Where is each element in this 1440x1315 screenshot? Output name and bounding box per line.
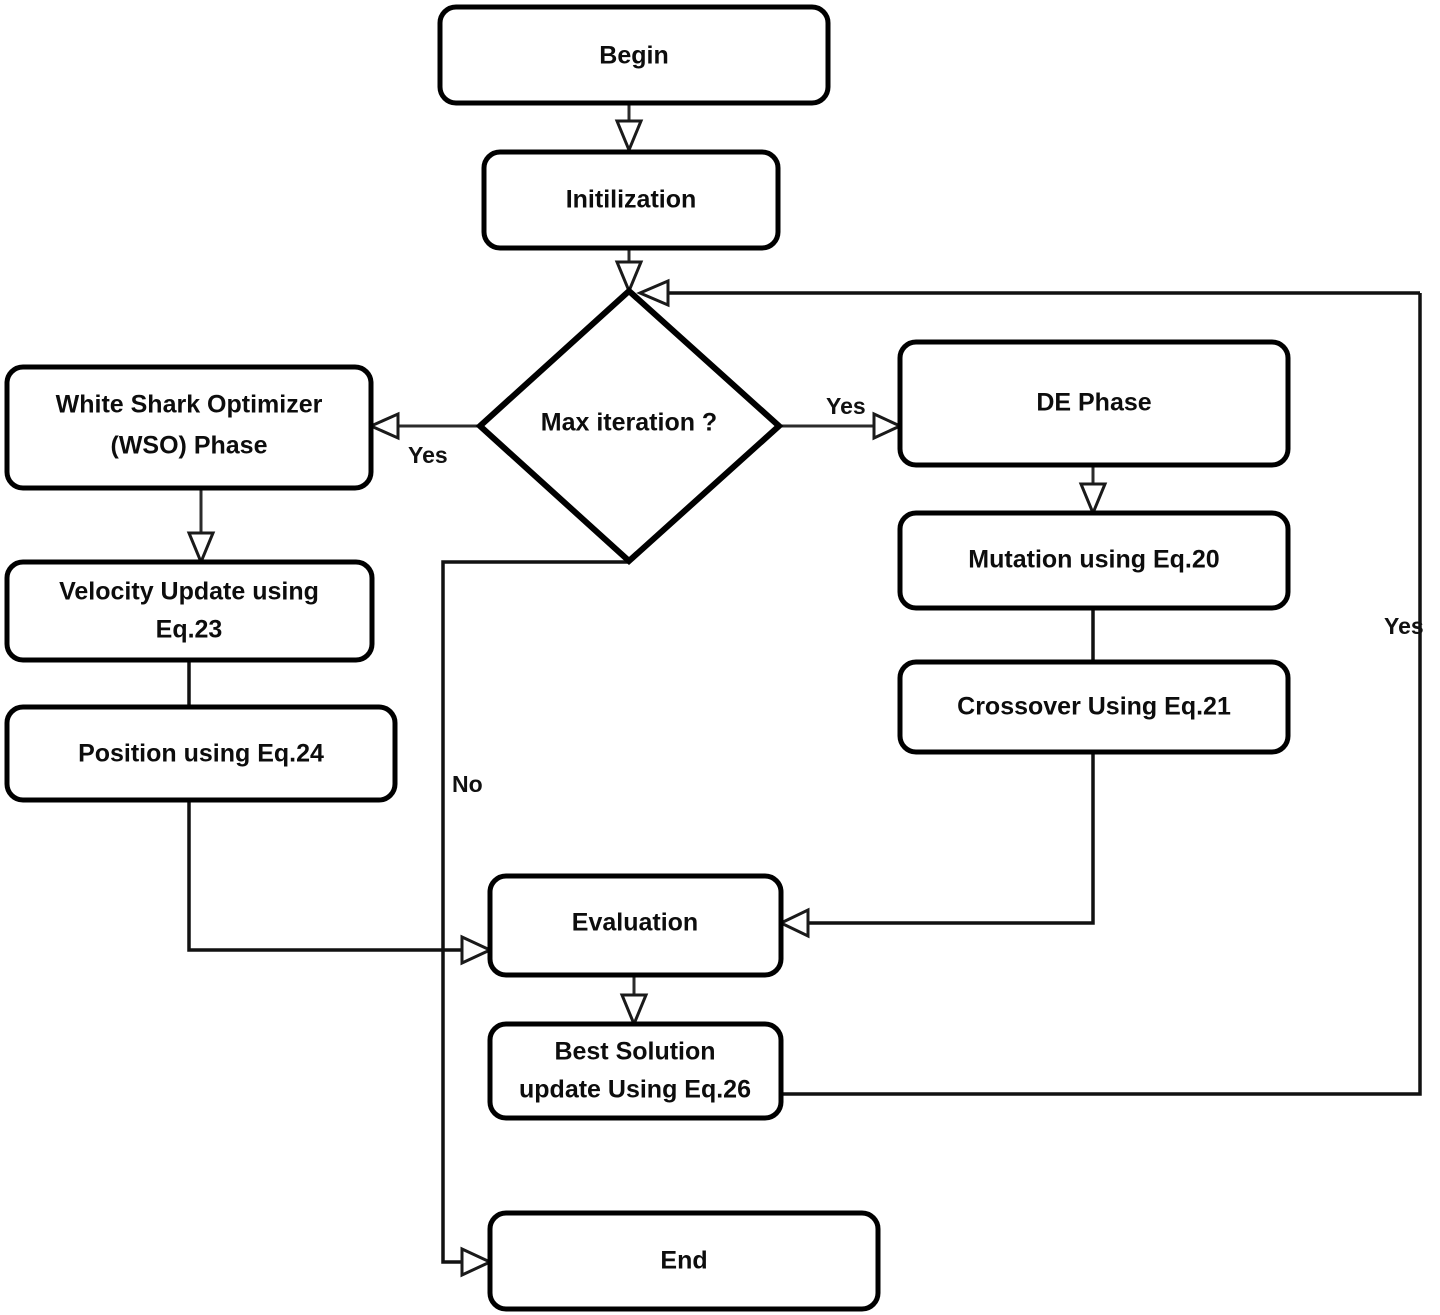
node-begin[interactable]: Begin <box>437 4 831 106</box>
node-best-solution-label-line1: Best Solution <box>554 1038 715 1066</box>
edge-initialization-to-decision <box>614 248 644 295</box>
edge-position-to-evaluation <box>187 800 494 966</box>
node-mutation-label: Mutation using Eq.20 <box>968 546 1219 574</box>
node-velocity-update[interactable]: Velocity Update using Eq.23 <box>4 559 375 663</box>
node-begin-label: Begin <box>599 42 668 70</box>
node-wso-phase-label-line2: (WSO) Phase <box>111 432 268 460</box>
node-max-iteration-label: Max iteration ? <box>541 409 717 437</box>
edge-label-yes-right: Yes <box>826 393 866 419</box>
node-crossover[interactable]: Crossover Using Eq.21 <box>897 659 1291 755</box>
node-end[interactable]: End <box>487 1210 881 1312</box>
node-crossover-label: Crossover Using Eq.21 <box>957 693 1231 721</box>
edge-feedback-to-decision <box>636 278 1420 308</box>
node-velocity-update-label-line1: Velocity Update using <box>59 578 319 606</box>
edge-decision-to-de <box>779 411 904 441</box>
edge-decision-to-wso <box>367 411 480 441</box>
edge-wso-to-velocity <box>186 488 216 566</box>
edge-label-yes-feedback: Yes <box>1384 613 1424 639</box>
edge-best-solution-to-feedback <box>781 293 1422 1096</box>
edge-label-no: No <box>452 771 483 797</box>
edge-decision-no-to-end <box>441 560 629 1278</box>
edge-begin-to-initialization <box>614 103 644 154</box>
node-position-update-label: Position using Eq.24 <box>78 740 324 768</box>
node-velocity-update-label-line2: Eq.23 <box>156 616 223 644</box>
edge-label-yes-left: Yes <box>408 442 448 468</box>
node-best-solution[interactable]: Best Solution update Using Eq.26 <box>487 1021 784 1121</box>
node-de-phase-label: DE Phase <box>1036 389 1151 417</box>
edge-evaluation-to-best-solution <box>619 975 649 1028</box>
node-wso-phase[interactable]: White Shark Optimizer (WSO) Phase <box>4 364 374 491</box>
node-max-iteration-decision[interactable]: Max iteration ? <box>475 286 784 566</box>
node-best-solution-label-line2: update Using Eq.26 <box>519 1076 751 1104</box>
node-evaluation-label: Evaluation <box>572 909 698 937</box>
node-initialization-label: Initilization <box>566 186 697 214</box>
node-wso-phase-label-line1: White Shark Optimizer <box>56 391 323 419</box>
edge-de-to-mutation <box>1078 465 1108 517</box>
node-end-label: End <box>660 1247 707 1275</box>
edge-crossover-to-evaluation <box>777 752 1095 939</box>
node-position-update[interactable]: Position using Eq.24 <box>4 704 398 803</box>
node-initialization[interactable]: Initilization <box>481 149 781 251</box>
node-de-phase[interactable]: DE Phase <box>897 339 1291 468</box>
node-evaluation[interactable]: Evaluation <box>487 873 784 978</box>
node-mutation[interactable]: Mutation using Eq.20 <box>897 510 1291 611</box>
